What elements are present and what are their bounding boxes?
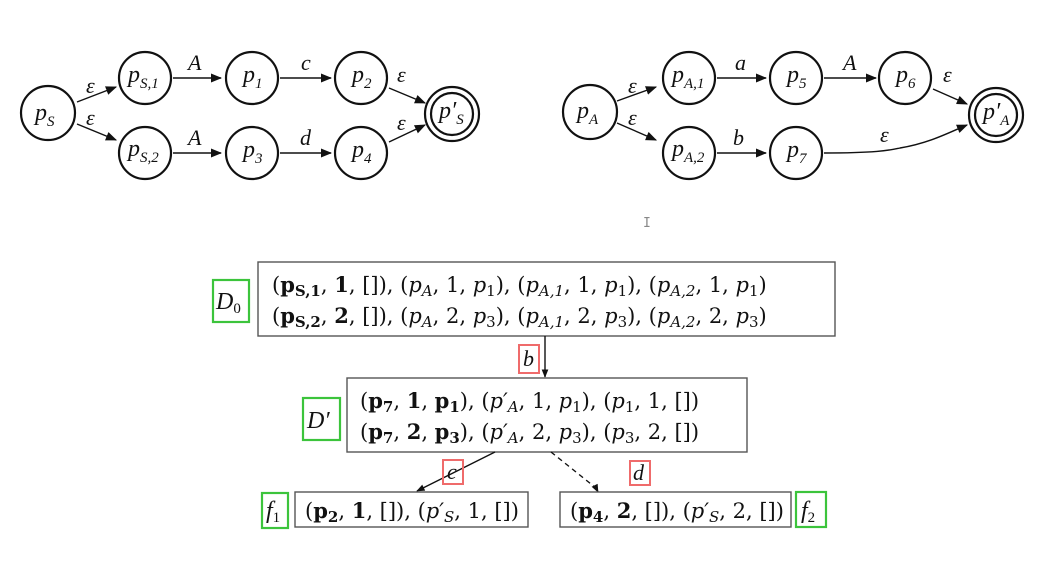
edge-p7-pAf <box>823 124 969 154</box>
svg-text:p7: p7 <box>785 137 808 167</box>
svg-text:p4: p4 <box>350 137 372 167</box>
svg-text:pS,1: pS,1 <box>126 62 159 92</box>
tag-box-f2 <box>794 490 828 529</box>
label-box-b <box>518 344 540 374</box>
f1-line: (p2, 1, []), (p′S, 1, []) <box>305 498 519 526</box>
state-p6: p6 <box>877 50 933 106</box>
svg-text:pA,2: pA,2 <box>670 136 705 166</box>
Dprime-line-1: (p7, 1, p1), (p′A, 1, p1), (p1, 1, []) <box>360 388 699 416</box>
node-D0 <box>257 261 836 337</box>
edge-label: c <box>301 50 311 75</box>
svg-text:pS,2: pS,2 <box>126 136 159 166</box>
svg-text:p′S: p′S <box>437 98 464 128</box>
state-pA1: pA,1 <box>661 50 717 106</box>
edge-p4-pSf <box>388 124 427 143</box>
edge-label: ε <box>86 73 95 98</box>
svg-text:p2: p2 <box>350 62 372 92</box>
derivation-tree: D0 (pS,1, 1, []), (pA, 1, p1), (pA,1, 1,… <box>211 261 836 530</box>
label-box-d <box>629 460 651 486</box>
edge-label-c: c <box>447 459 457 484</box>
edge-label: a <box>735 50 746 75</box>
tag-Dprime: D′ <box>306 408 330 434</box>
edge-label: ε <box>86 105 95 130</box>
edge-label-d: d <box>633 460 645 485</box>
text-cursor-icon: I <box>643 216 651 231</box>
label-box-c <box>442 459 464 485</box>
edge-pA-pA2 <box>616 122 658 141</box>
state-p7: p7 <box>768 125 824 181</box>
D0-line-2: (pS,2, 2, []), (pA, 2, p3), (pA,1, 2, p3… <box>272 303 767 331</box>
svg-text:pA,1: pA,1 <box>670 62 704 92</box>
tag-box-f1 <box>260 491 290 530</box>
edge-pS-pS2 <box>76 123 118 141</box>
state-pA-final-accepting: p′A <box>967 86 1025 144</box>
D0-line-1: (pS,1, 1, []), (pA, 1, p1), (pA,1, 1, p1… <box>272 272 767 300</box>
node-Dprime <box>346 377 748 453</box>
node-f2 <box>559 491 792 528</box>
edge-label: ε <box>397 110 406 135</box>
edge-label: ε <box>628 73 637 98</box>
edge-pS-pS1 <box>76 86 118 103</box>
svg-text:pS: pS <box>33 100 55 130</box>
svg-text:p6: p6 <box>894 62 916 92</box>
edge-Dprime-f1 <box>416 451 496 492</box>
state-p1: p1 <box>224 50 280 106</box>
svg-text:p3: p3 <box>241 137 263 167</box>
state-pS: pS <box>19 84 77 142</box>
edge-label: ε <box>397 62 406 87</box>
tag-box-Dprime <box>301 396 342 442</box>
svg-text:p′A: p′A <box>981 99 1010 129</box>
edge-label: ε <box>628 105 637 130</box>
state-p4: p4 <box>333 125 389 181</box>
node-f1 <box>294 491 529 528</box>
state-pA: pA <box>561 83 619 141</box>
edge-Dprime-f2 <box>550 451 597 489</box>
state-p3: p3 <box>224 125 280 181</box>
tag-f1: f1 <box>266 498 280 526</box>
tag-f2: f2 <box>801 498 815 526</box>
edge-pA-pA1 <box>616 86 658 102</box>
edge-label: A <box>186 50 202 75</box>
automaton-a: ε ε a A ε b ε pA pA,1 pA,2 p5 p6 p7 <box>561 50 1025 181</box>
state-pS2: pS,2 <box>117 125 173 181</box>
tag-D0: D0 <box>215 289 241 317</box>
edge-label: b <box>733 125 744 150</box>
edge-label: ε <box>880 122 889 147</box>
edge-p6-pAf <box>932 88 969 105</box>
edge-label: A <box>186 125 202 150</box>
edge-label: A <box>841 50 857 75</box>
state-p5: p5 <box>768 50 824 106</box>
Dprime-line-2: (p7, 2, p3), (p′A, 2, p3), (p3, 2, []) <box>360 419 699 447</box>
f2-line: (p4, 2, []), (p′S, 2, []) <box>570 498 784 526</box>
edge-label-b: b <box>523 346 534 371</box>
state-pA2: pA,2 <box>661 125 717 181</box>
state-pS-final-accepting: p′S <box>423 85 481 143</box>
state-pS1: pS,1 <box>117 50 173 106</box>
edge-label: ε <box>943 62 952 87</box>
svg-text:p5: p5 <box>785 62 807 92</box>
state-p2: p2 <box>333 50 389 106</box>
tag-box-D0 <box>211 278 251 324</box>
automaton-s: ε ε A c ε A d ε pS pS,1 pS,2 p1 p2 <box>19 50 481 181</box>
edge-label: d <box>300 125 312 150</box>
edge-p2-pSf <box>388 87 427 104</box>
svg-text:p1: p1 <box>241 62 263 92</box>
svg-text:pA: pA <box>575 98 599 128</box>
